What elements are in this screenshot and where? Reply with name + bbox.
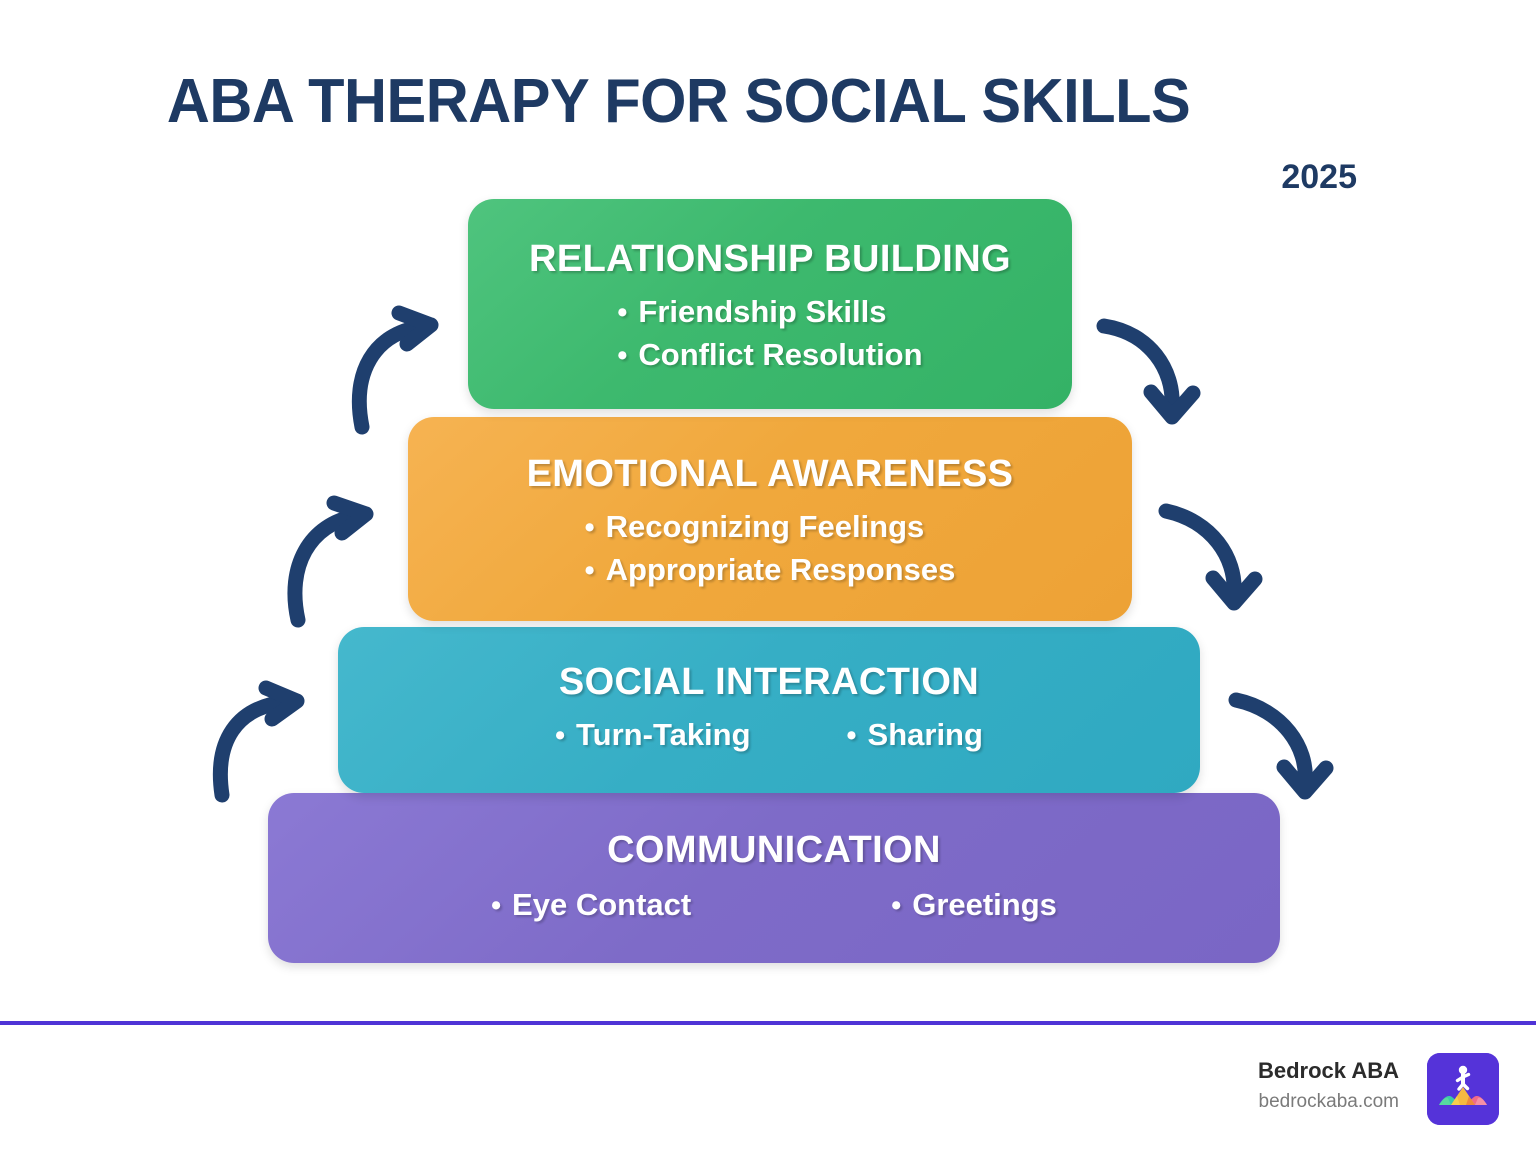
brand-logo bbox=[1427, 1053, 1499, 1125]
bullet-label: Appropriate Responses bbox=[605, 551, 956, 587]
layer-title-relationship-building: RELATIONSHIP BUILDING bbox=[528, 238, 1011, 280]
bullet-item: • Sharing bbox=[847, 717, 983, 754]
arrow-down-relationship-to-emotional bbox=[1096, 318, 1201, 425]
bullet-dot-icon: • bbox=[617, 339, 628, 372]
brand-url: bedrockaba.com bbox=[1258, 1091, 1399, 1112]
bullet-item: • Recognizing Feelings bbox=[585, 509, 956, 546]
arrow-up-social-to-emotional bbox=[287, 495, 374, 628]
bullet-item: • Turn-Taking bbox=[555, 717, 750, 754]
layer-title-social-interaction: SOCIAL INTERACTION bbox=[558, 661, 980, 703]
bullet-label: Friendship Skills bbox=[638, 294, 887, 329]
bullet-list-emotional-awareness: • Recognizing Feelings • Appropriate Res… bbox=[585, 509, 956, 594]
pyramid-layer-social-interaction: SOCIAL INTERACTION • Turn-Taking • Shari… bbox=[338, 627, 1200, 793]
layer-title-emotional-awareness: EMOTIONAL AWARENESS bbox=[526, 453, 1014, 495]
pyramid-layer-emotional-awareness: EMOTIONAL AWARENESS • Recognizing Feelin… bbox=[408, 417, 1132, 621]
arrow-down-emotional-to-social bbox=[1158, 503, 1263, 611]
bullet-dot-icon: • bbox=[846, 720, 857, 752]
bullet-item: • Eye Contact bbox=[491, 887, 691, 924]
bullet-dot-icon: • bbox=[584, 554, 595, 587]
bullet-list-relationship-building: • Friendship Skills • Conflict Resolutio… bbox=[617, 294, 922, 379]
bullet-label: Recognizing Feelings bbox=[605, 509, 925, 544]
bullet-list-social-interaction: • Turn-Taking • Sharing bbox=[555, 717, 983, 754]
arrow-down-social-to-communication bbox=[1228, 692, 1334, 800]
arrow-up-communication-to-social bbox=[212, 680, 305, 803]
pyramid-layer-relationship-building: RELATIONSHIP BUILDING • Friendship Skill… bbox=[468, 199, 1072, 409]
bullet-dot-icon: • bbox=[584, 512, 595, 544]
bullet-item: • Greetings bbox=[891, 887, 1057, 924]
bullet-label: Greetings bbox=[912, 887, 1057, 922]
bullet-label: Turn-Taking bbox=[576, 717, 751, 752]
brand-name: Bedrock ABA bbox=[1258, 1058, 1399, 1083]
footer-divider bbox=[0, 1021, 1536, 1025]
bullet-item: • Friendship Skills bbox=[617, 294, 922, 331]
bullet-dot-icon: • bbox=[891, 890, 902, 922]
year-label: 2025 bbox=[1281, 158, 1357, 196]
bullet-label: Sharing bbox=[867, 717, 983, 752]
bullet-dot-icon: • bbox=[491, 890, 502, 922]
bullet-item: • Appropriate Responses bbox=[585, 552, 956, 589]
layer-title-communication: COMMUNICATION bbox=[607, 829, 941, 871]
page-title: ABA THERAPY FOR SOCIAL SKILLS bbox=[166, 67, 1191, 136]
mountain-figure-icon bbox=[1427, 1053, 1499, 1125]
arrow-up-emotional-to-relationship bbox=[351, 305, 439, 435]
bullet-item: • Conflict Resolution bbox=[617, 337, 922, 374]
pyramid-layer-communication: COMMUNICATION • Eye Contact • Greetings bbox=[268, 793, 1280, 963]
bullet-label: Conflict Resolution bbox=[638, 336, 923, 372]
bullet-label: Eye Contact bbox=[512, 887, 692, 922]
bullet-dot-icon: • bbox=[617, 297, 628, 329]
bullet-dot-icon: • bbox=[555, 720, 566, 752]
bullet-list-communication: • Eye Contact • Greetings bbox=[491, 887, 1057, 924]
brand-block: Bedrock ABA bedrockaba.com bbox=[1258, 1058, 1399, 1112]
